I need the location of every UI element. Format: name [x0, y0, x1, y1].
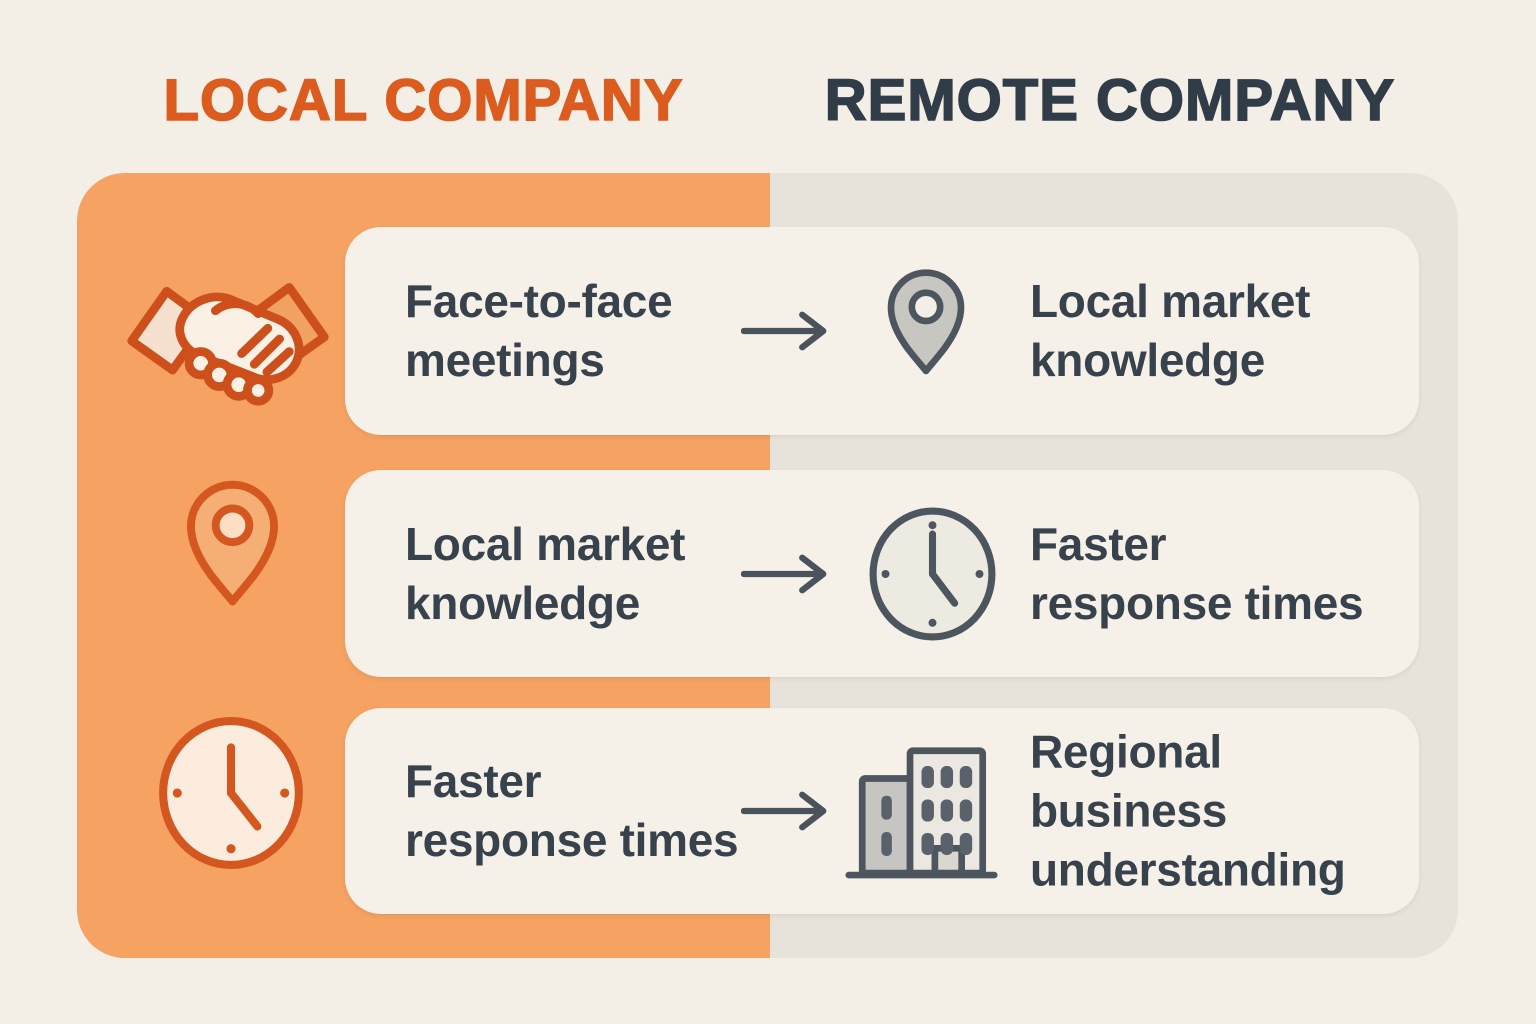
comparison-row-1: Face-to-face meetings Local market knowl…: [345, 227, 1419, 435]
building-icon: [845, 741, 998, 882]
clock-icon: [155, 715, 307, 871]
local-feature-text: Face-to-face meetings: [405, 272, 673, 390]
map-pin-icon: [886, 265, 966, 397]
remote-feature-text: Faster response times: [1030, 515, 1364, 633]
feature-line: business: [1030, 784, 1228, 837]
feature-line: knowledge: [405, 576, 641, 629]
feature-line: Local market: [405, 517, 686, 570]
local-feature-text: Faster response times: [405, 752, 739, 870]
local-company-title: LOCAL COMPANY: [163, 67, 684, 134]
feature-line: Faster: [405, 755, 542, 807]
right-arrow-icon: [741, 789, 829, 833]
remote-feature-text: Regional business understanding: [1030, 723, 1346, 900]
feature-line: response times: [405, 814, 739, 866]
feature-line: understanding: [1030, 843, 1346, 896]
feature-line: Faster: [1030, 517, 1167, 570]
feature-line: knowledge: [1030, 334, 1266, 386]
remote-feature-text: Local market knowledge: [1030, 272, 1311, 390]
feature-line: meetings: [405, 334, 605, 386]
feature-line: response times: [1030, 576, 1364, 629]
right-arrow-icon: [741, 552, 829, 596]
comparison-row-2: Local market knowledge: [345, 470, 1419, 677]
handshake-icon: [121, 261, 335, 413]
right-arrow-icon: [741, 309, 829, 353]
comparison-board: Face-to-face meetings Local market knowl…: [77, 173, 1458, 958]
clock-icon: [866, 505, 999, 642]
local-feature-text: Local market knowledge: [405, 515, 686, 633]
remote-company-title: REMOTE COMPANY: [824, 67, 1396, 134]
comparison-row-3: Faster response times: [345, 708, 1419, 914]
map-pin-icon: [185, 478, 280, 630]
feature-line: Face-to-face: [405, 275, 673, 327]
feature-line: Local market: [1030, 275, 1311, 327]
feature-line: Regional: [1030, 725, 1222, 778]
